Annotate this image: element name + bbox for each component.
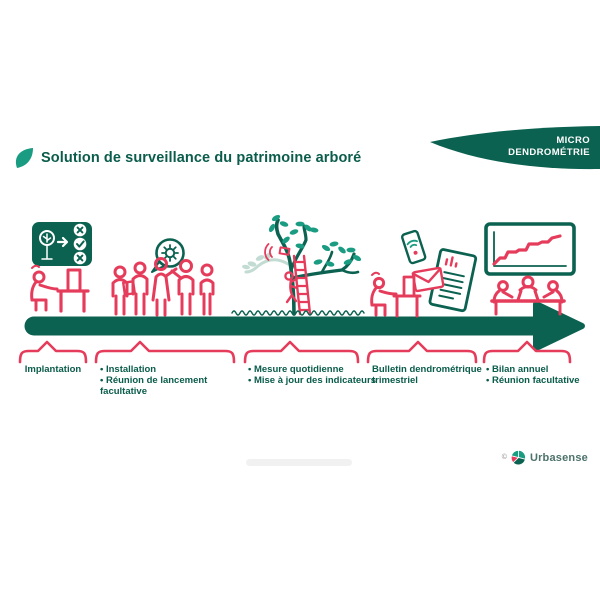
urbasense-logo-icon [510,450,526,466]
step-label-mesure: • Mesure quotidienne • Mise à jour des i… [248,364,378,386]
copyright-symbol: © [501,454,507,461]
banner-ribbon [430,126,600,170]
leaf-icon [15,148,33,168]
step-label-line: • Réunion de lancement facultative [100,375,208,397]
brand-footer: © Urbasense [502,449,588,466]
step-label-implantation: Implantation [18,364,88,375]
banner-title: MICRO DENDROMÉTRIE [508,135,590,158]
step-label-line: • Réunion facultative [486,375,580,386]
step-label-bilan: • Bilan annuel • Réunion facultative [486,364,596,386]
step-label-line: • Mise à jour des indicateurs [248,375,376,386]
brace-implantation [18,340,88,364]
brace-mesure [243,340,360,364]
step-label-bulletin: Bulletin dendrométrique trimestriel [372,364,492,386]
brand-name: Urbasense [529,451,588,464]
desk-validation-icon [30,222,92,313]
header: Solution de surveillance du patrimoine a… [14,147,361,169]
brace-bilan [482,340,572,364]
step-label-line: • Installation [100,364,157,375]
step-label-line: • Mesure quotidienne [248,364,344,375]
tree-sensor-icon [231,214,365,316]
step-label-line: trimestriel [372,375,418,386]
report-delivery-icon [370,229,478,318]
step-label-installation: • Installation • Réunion de lancement fa… [100,364,250,397]
banner-line2: DENDROMÉTRIE [508,146,590,158]
slide-progress-bar [246,459,352,466]
annual-review-meeting-icon [484,222,576,316]
kickoff-team-icon [111,238,215,317]
brace-installation [94,340,236,364]
page-title: Solution de surveillance du patrimoine a… [41,150,362,166]
brace-bulletin [366,340,478,364]
step-label-line: Implantation [24,364,82,375]
step-label-line: • Bilan annuel [486,364,549,375]
step-label-line: Bulletin dendrométrique [372,364,482,375]
banner-line1: MICRO [556,135,590,146]
